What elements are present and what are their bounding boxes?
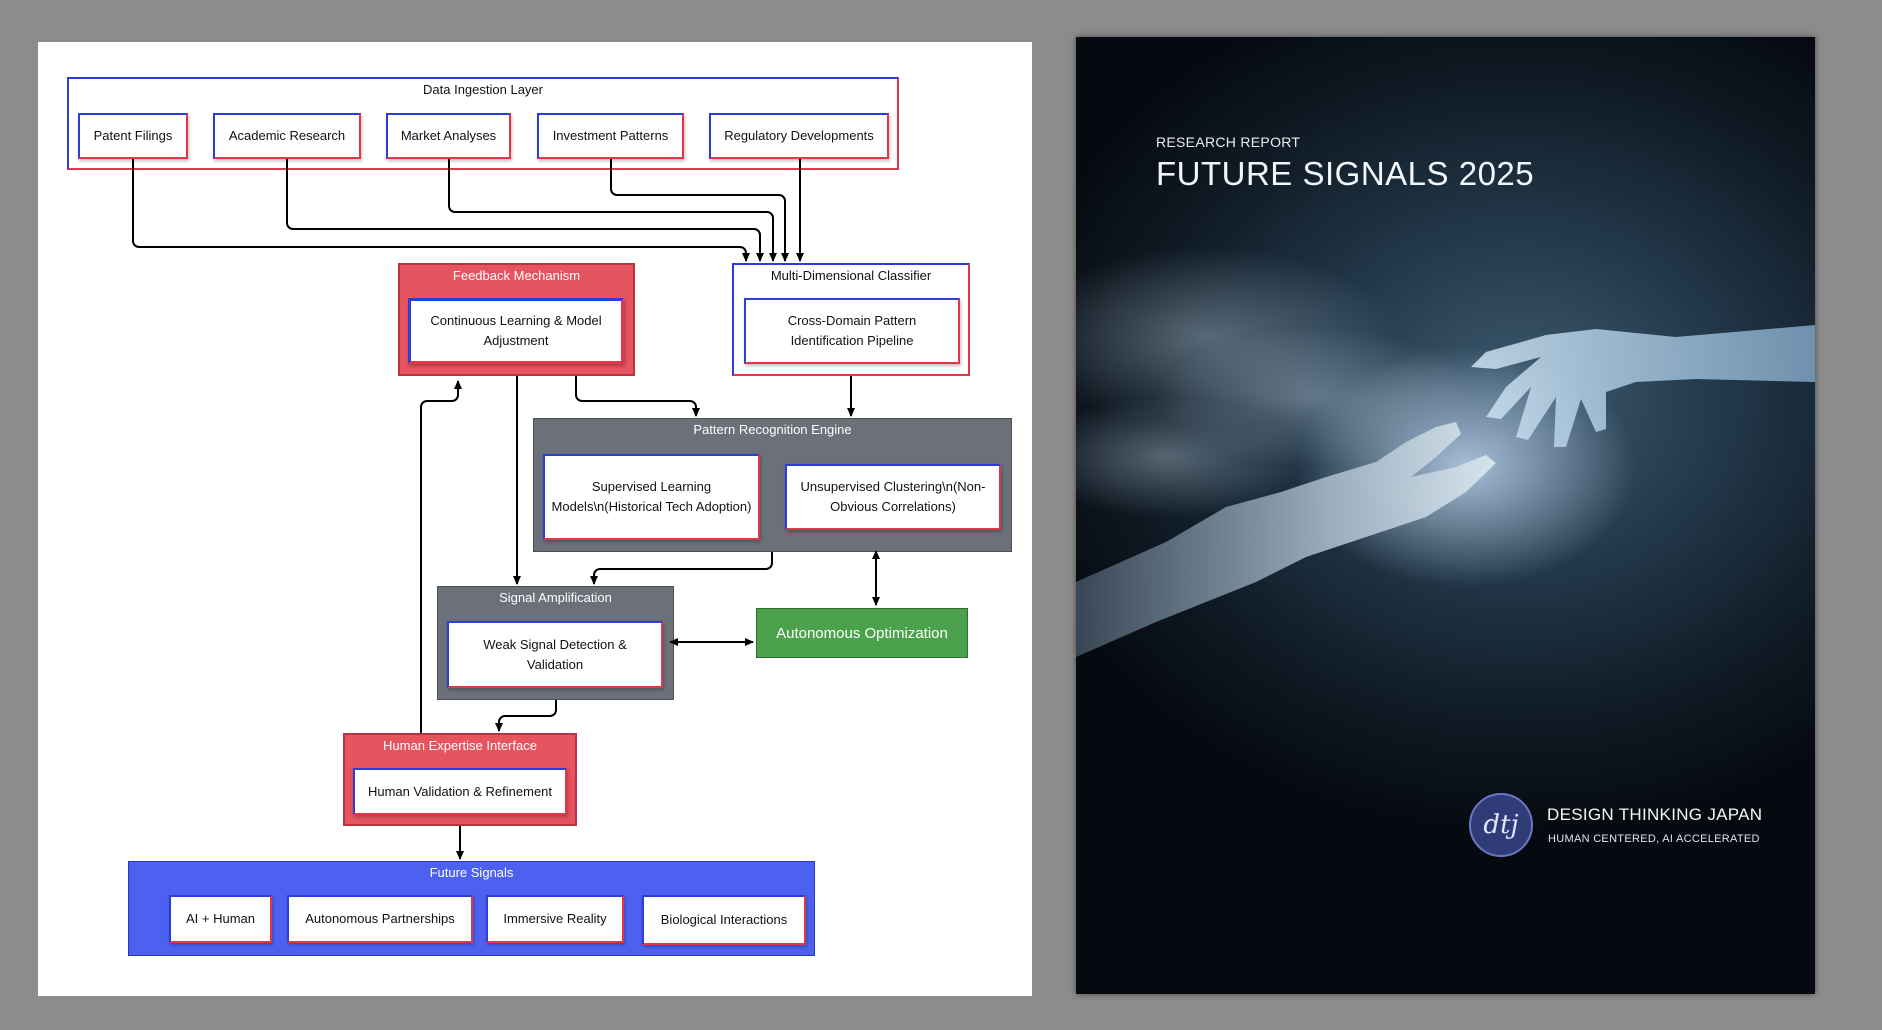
node-ai-human[interactable]: AI + Human xyxy=(169,895,272,943)
node-supervised-learning[interactable]: Supervised Learning Models\n(Historical … xyxy=(543,454,760,540)
node-cross-domain-pipeline[interactable]: Cross-Domain Pattern Identification Pipe… xyxy=(744,298,960,364)
node-immersive-reality[interactable]: Immersive Reality xyxy=(486,895,624,943)
node-autonomous-optimization[interactable]: Autonomous Optimization xyxy=(756,608,968,658)
pattern-engine-title: Pattern Recognition Engine xyxy=(693,422,852,437)
node-weak-signal-detection[interactable]: Weak Signal Detection & Validation xyxy=(447,621,663,688)
brand-name: DESIGN THINKING JAPAN xyxy=(1547,805,1763,824)
cover-label: RESEARCH REPORT xyxy=(1156,134,1301,150)
node-biological-interactions[interactable]: Biological Interactions xyxy=(642,895,806,945)
brand-tagline: HUMAN CENTERED, AI ACCELERATED xyxy=(1548,833,1760,845)
hands-illustration xyxy=(1076,247,1815,657)
node-patent-filings[interactable]: Patent Filings xyxy=(78,113,188,159)
human-expertise-title: Human Expertise Interface xyxy=(383,738,537,753)
node-autonomous-partnerships[interactable]: Autonomous Partnerships xyxy=(287,895,473,943)
node-regulatory-developments[interactable]: Regulatory Developments xyxy=(709,113,889,159)
node-human-validation[interactable]: Human Validation & Refinement xyxy=(353,768,567,815)
signal-amplification-title: Signal Amplification xyxy=(499,590,612,605)
report-cover: RESEARCH REPORT FUTURE SIGNALS 2025 dtj … xyxy=(1076,37,1815,994)
dtj-logo: dtj xyxy=(1469,793,1533,857)
cover-title: FUTURE SIGNALS 2025 xyxy=(1156,155,1535,192)
node-market-analyses[interactable]: Market Analyses xyxy=(386,113,511,159)
node-investment-patterns[interactable]: Investment Patterns xyxy=(537,113,684,159)
node-unsupervised-clustering[interactable]: Unsupervised Clustering\n(Non-Obvious Co… xyxy=(785,464,1001,530)
node-continuous-learning[interactable]: Continuous Learning & Model Adjustment xyxy=(408,298,624,364)
data-ingestion-title: Data Ingestion Layer xyxy=(423,82,543,97)
classifier-title: Multi-Dimensional Classifier xyxy=(770,268,932,283)
feedback-title: Feedback Mechanism xyxy=(452,268,581,283)
node-academic-research[interactable]: Academic Research xyxy=(213,113,361,159)
human-hand xyxy=(1076,422,1496,657)
digital-hand xyxy=(1471,325,1815,447)
future-signals-title: Future Signals xyxy=(429,865,514,880)
